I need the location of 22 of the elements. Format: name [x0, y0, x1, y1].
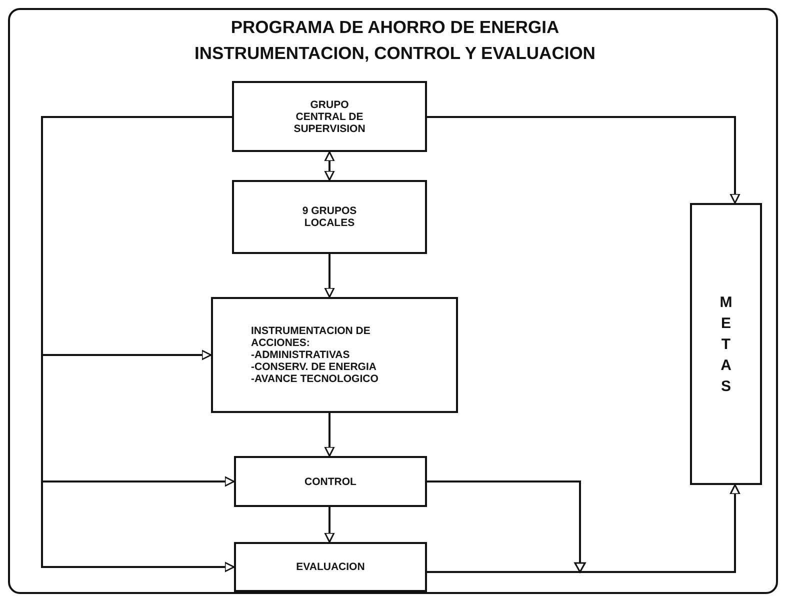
group-box [232, 81, 427, 152]
arrow [427, 116, 740, 204]
box-text: -CONSERV. DE ENERGIA [250, 361, 378, 373]
box-text: CONTROL [304, 476, 358, 488]
title: PROGRAMA DE AHORRO DE ENERGIA INSTRUMENTACION, CONTROL Y EVALUACION [194, 16, 596, 65]
box-text: -AVANCE TECNOLOGICO [250, 373, 380, 385]
box-text: GRUPO CENTRAL DE SUPERVISION [292, 98, 366, 134]
group-box [232, 180, 427, 254]
box-text: -ADMINISTRATIVAS [250, 349, 351, 361]
box-text: INSTRUMENTACION DE ACCIONES: [250, 325, 372, 349]
evaluation-box [234, 542, 427, 592]
arrow [324, 254, 335, 298]
arrow [41, 116, 235, 572]
control-box [234, 456, 427, 507]
box-text: 9 GRUPOS LOCALES [301, 205, 358, 229]
goals-bar [690, 203, 762, 485]
arrow [324, 507, 335, 543]
arrow [324, 413, 335, 457]
box-text: EVALUACION [295, 561, 366, 573]
actions-box [211, 297, 458, 413]
box-text: METAS [718, 292, 734, 396]
arrow [324, 151, 335, 181]
